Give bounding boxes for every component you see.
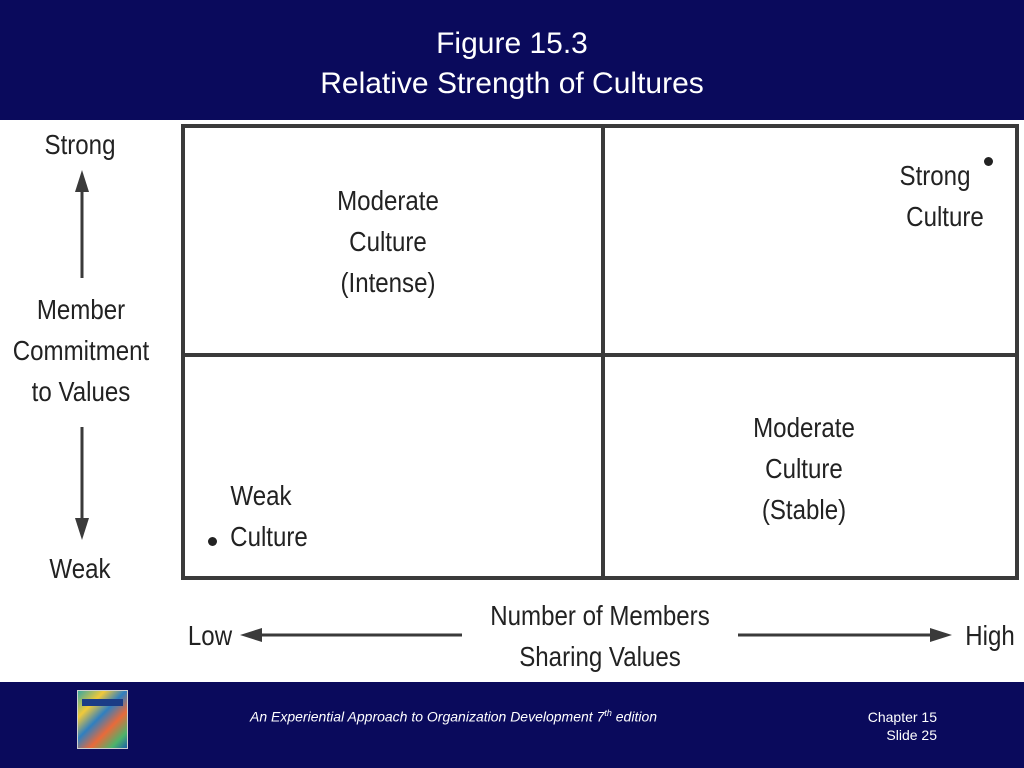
x-axis-title-line-1: Number of Members <box>490 600 710 631</box>
quadrant-top-right-line-1: Strong <box>899 160 971 191</box>
quadrant-bottom-right-line-2: Culture <box>765 453 843 484</box>
x-axis-left-arrow <box>240 628 462 642</box>
chapter-label: Chapter 15 <box>867 709 937 725</box>
y-axis-up-arrow <box>75 170 89 278</box>
quadrant-top-left-line-2: Culture <box>349 226 427 257</box>
slide-footer: An Experiential Approach to Organization… <box>0 682 1024 768</box>
culture-matrix <box>181 124 1019 580</box>
quadrant-bottom-right-line-1: Moderate <box>753 412 855 443</box>
book-title-suffix: edition <box>611 708 658 725</box>
slide-title: Relative Strength of Cultures <box>320 67 704 100</box>
y-axis-down-arrow <box>75 427 89 540</box>
quadrant-top-left-line-3: (Intense) <box>340 267 436 298</box>
matrix-horizontal-divider <box>185 353 1015 357</box>
matrix-vertical-divider <box>601 128 605 576</box>
book-edition-sup: th <box>604 708 612 718</box>
y-axis-top-label: Strong <box>44 129 116 160</box>
quadrant-top-right-line-2: Culture <box>906 201 984 232</box>
y-axis-title-line-1: Member <box>36 294 126 325</box>
x-axis-right-label: High <box>965 620 1015 651</box>
figure-number: Figure 15.3 <box>436 27 588 60</box>
quadrant-bottom-right-line-3: (Stable) <box>761 494 847 525</box>
book-cover-icon <box>77 690 128 749</box>
strong-culture-dot <box>984 157 993 166</box>
y-axis-title-line-2: Commitment <box>12 335 150 366</box>
slide-reference: Chapter 15 Slide 25 <box>868 708 937 744</box>
quadrant-top-left-line-1: Moderate <box>337 185 439 216</box>
slide-number: Slide 25 <box>886 727 937 743</box>
diagram-area: Strong Member Commitment to Values Weak … <box>0 120 1024 682</box>
book-title-text: An Experiential Approach to Organization… <box>250 708 605 725</box>
x-axis-right-arrow <box>738 628 952 642</box>
y-axis-bottom-label: Weak <box>49 553 111 584</box>
quadrant-bottom-left-line-1: Weak <box>230 480 292 511</box>
y-axis-title-line-3: to Values <box>31 376 131 407</box>
x-axis-title-line-2: Sharing Values <box>519 641 681 672</box>
slide-header: Figure 15.3 Relative Strength of Culture… <box>0 0 1024 120</box>
book-title: An Experiential Approach to Organization… <box>250 708 657 725</box>
weak-culture-dot <box>208 537 217 546</box>
x-axis-left-label: Low <box>187 620 233 651</box>
book-cover-title-band <box>82 699 123 706</box>
quadrant-bottom-left-line-2: Culture <box>230 521 308 552</box>
